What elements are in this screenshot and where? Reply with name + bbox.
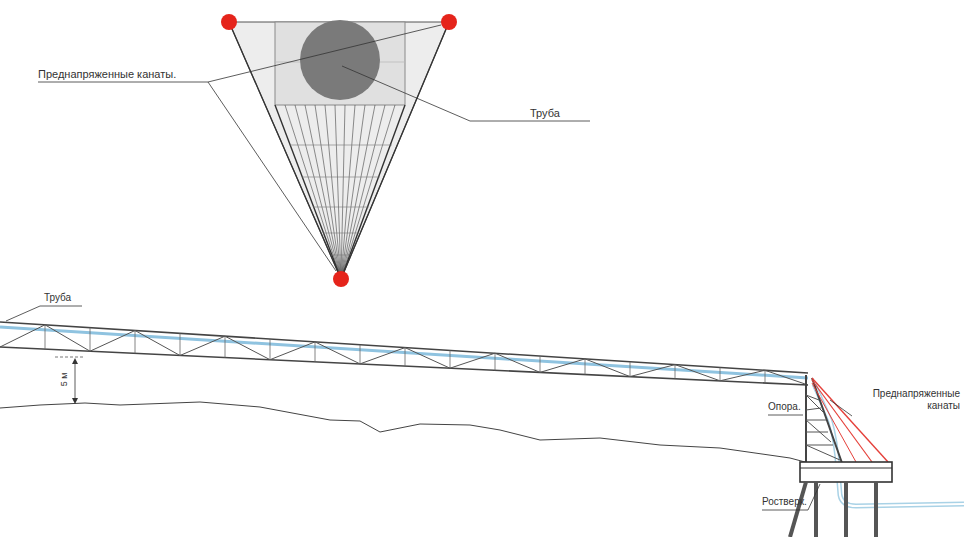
pipe-label: Труба (44, 292, 84, 304)
cable-label: Преднапряженные канаты (855, 388, 960, 412)
dimension-label: 5 м (59, 361, 70, 397)
pipe-label: Труба (530, 107, 590, 120)
cable-label: Преднапряженные канаты. (38, 68, 208, 81)
pile-cap-label: Ростверк. (762, 496, 812, 508)
support-label: Опора. (768, 401, 806, 413)
